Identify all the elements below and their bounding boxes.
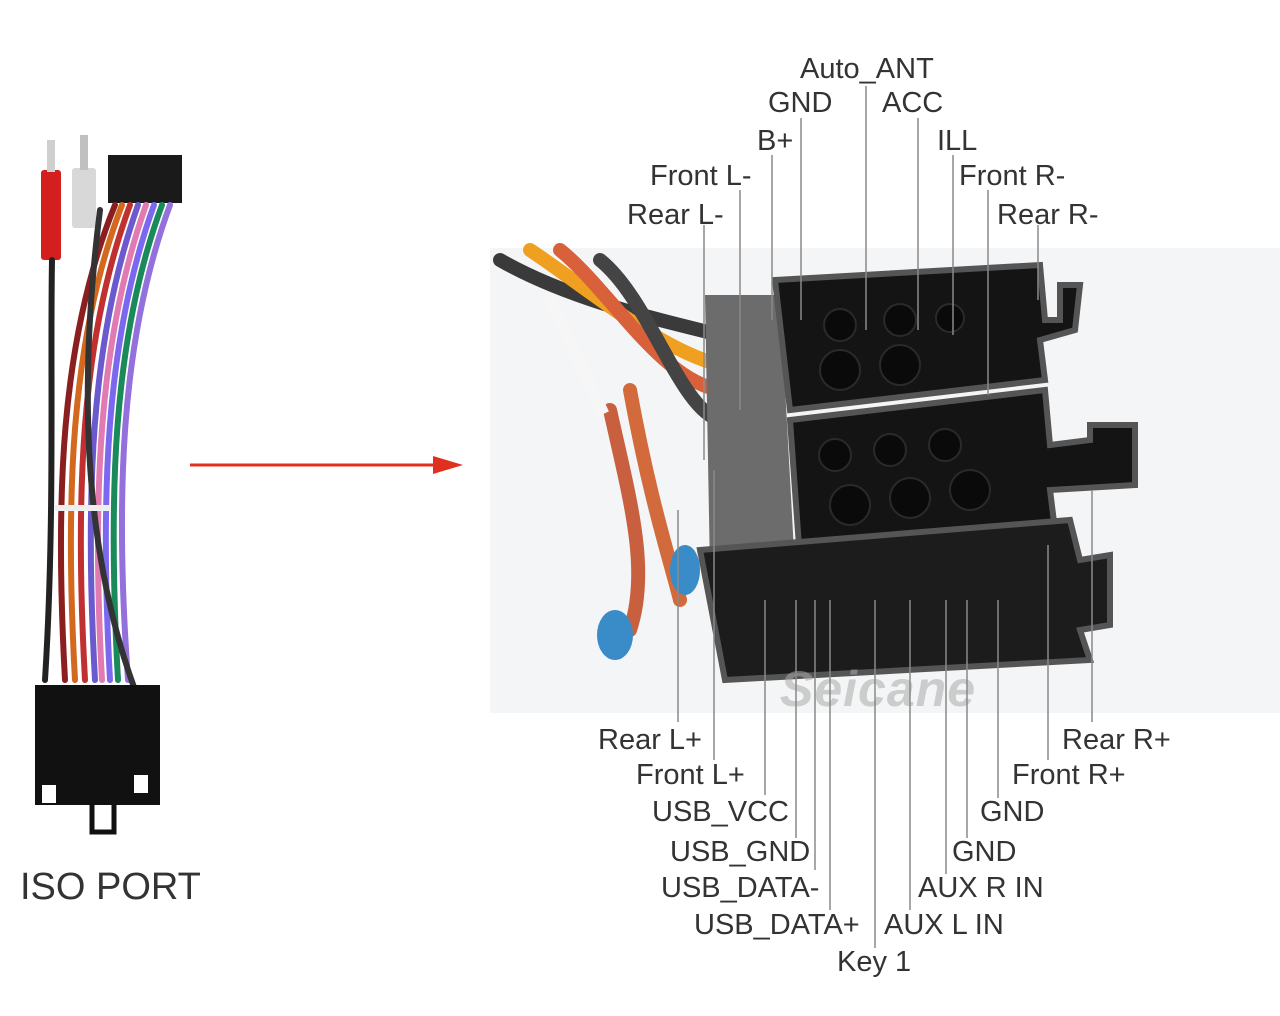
label-auto-ant: Auto_ANT (800, 53, 934, 85)
label-front-l-plus: Front L+ (636, 759, 745, 791)
label-rear-r-minus: Rear R- (997, 199, 1099, 231)
label-acc: ACC (882, 87, 944, 119)
white-rca-plug (72, 168, 96, 228)
label-usb-vcc: USB_VCC (652, 796, 789, 828)
label-usb-data-plus: USB_DATA+ (694, 909, 860, 941)
label-front-l-minus: Front L- (650, 160, 752, 192)
iso-harness-image (35, 135, 182, 835)
label-front-r-plus: Front R+ (1012, 759, 1126, 791)
label-rear-r-plus: Rear R+ (1062, 724, 1171, 756)
red-rca-plug (41, 170, 61, 260)
seicane-watermark: Seicane (780, 661, 977, 717)
label-aux-l-in: AUX L IN (884, 909, 1004, 941)
iso-port-caption: ISO PORT (20, 866, 201, 908)
label-gnd-top: GND (768, 87, 833, 119)
iso-connector-photo (490, 243, 1280, 713)
label-gnd-bottom-2: GND (980, 796, 1045, 828)
label-aux-r-in: AUX R IN (918, 872, 1044, 904)
label-rear-l-plus: Rear L+ (598, 724, 702, 756)
top-connector (108, 155, 182, 203)
label-rear-l-minus: Rear L- (627, 199, 724, 231)
label-key-1: Key 1 (837, 946, 912, 978)
label-usb-data-minus: USB_DATA- (661, 872, 820, 904)
label-gnd-bottom-1: GND (952, 836, 1017, 868)
label-b-plus: B+ (757, 125, 794, 157)
label-ill: ILL (937, 125, 978, 157)
cable-tie (55, 505, 110, 511)
label-front-r-minus: Front R- (959, 160, 1066, 192)
wire-bundle (42, 202, 173, 693)
label-usb-gnd: USB_GND (670, 836, 811, 868)
arrow-right-icon (190, 456, 463, 474)
